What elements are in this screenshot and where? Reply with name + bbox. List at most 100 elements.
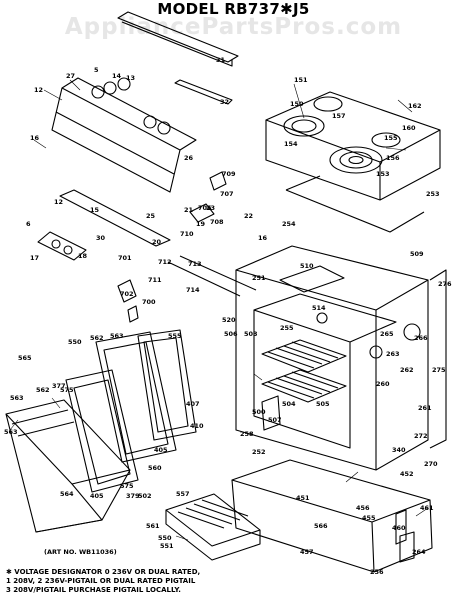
part-number-label: 18 <box>78 252 88 260</box>
part-number-label: 15 <box>90 206 100 214</box>
part-outline <box>348 155 364 165</box>
part-number-label: 256 <box>370 568 384 576</box>
part-number-label: 702 <box>120 290 134 298</box>
knob <box>103 81 117 95</box>
part-number-label: 514 <box>312 304 326 312</box>
part-outline <box>33 139 47 149</box>
part-number-label: 575 <box>120 482 134 490</box>
part-number-label: 252 <box>252 448 266 456</box>
part-number-label: 12 <box>34 86 43 94</box>
part-number-label: 21 <box>184 206 194 214</box>
part-number-label: 500 <box>252 408 266 416</box>
part-outline <box>73 379 131 485</box>
part-number-label: 502 <box>138 492 152 500</box>
part-number-label: 162 <box>408 102 422 110</box>
part-number-label: 23 <box>206 204 215 212</box>
part-number-label: 266 <box>414 334 428 342</box>
part-outline <box>371 132 401 148</box>
part-number-label: 520 <box>222 316 236 324</box>
part-outline <box>316 312 328 324</box>
part-outline <box>177 499 249 529</box>
part-outline <box>385 147 407 151</box>
cooktop-support <box>285 189 425 233</box>
knob <box>117 77 131 91</box>
part-number-label: 509 <box>410 250 424 258</box>
part-outline <box>235 270 377 471</box>
part-outline <box>175 535 189 541</box>
part-number-label: 407 <box>186 400 200 408</box>
part-number-label: 272 <box>414 432 428 440</box>
part-number-label: 254 <box>282 220 296 228</box>
part-outline <box>375 280 429 471</box>
part-outline <box>415 507 429 517</box>
part-outline <box>11 409 69 425</box>
part-number-label: 153 <box>376 170 390 178</box>
part-number-label: 551 <box>160 542 174 550</box>
part-number-label: 379 <box>126 492 140 500</box>
side-panel <box>429 269 447 449</box>
wire-harness <box>167 255 257 297</box>
part-outline <box>9 419 19 431</box>
part-outline <box>143 337 189 433</box>
part-outline <box>17 421 75 437</box>
part-number-label: 456 <box>356 504 370 512</box>
part-outline <box>51 397 61 409</box>
part-number-label: 14 <box>112 72 122 80</box>
knob <box>91 85 105 99</box>
part-number-label: 260 <box>376 380 390 388</box>
part-number-label: 150 <box>290 100 304 108</box>
part-outline <box>265 120 381 201</box>
part-outline <box>69 79 81 91</box>
part-number-label: 258 <box>240 430 254 438</box>
part-number-label: 565 <box>18 354 32 362</box>
part-number-label: 712 <box>158 258 172 266</box>
part-number-label: 701 <box>118 254 132 262</box>
part-outline <box>373 499 433 573</box>
footnote-1: ✱ VOLTAGE DESIGNATOR 0 236V OR DUAL RATE… <box>6 568 201 576</box>
part-number-label: 156 <box>386 154 400 162</box>
footnote-3: 3 208V/PIGTAIL PURCHASE PIGTAIL LOCALLY. <box>6 586 181 594</box>
part-number-label: 19 <box>196 220 206 228</box>
part-number-label: 507 <box>268 416 282 424</box>
part-number-label: 711 <box>148 276 162 284</box>
part-number-label: 25 <box>146 212 156 220</box>
part-number-label: 20 <box>152 238 162 246</box>
part-number-label: 709 <box>222 170 236 178</box>
part-number-label: 451 <box>296 494 310 502</box>
part-number-label: 700 <box>142 298 156 306</box>
part-outline <box>63 245 73 255</box>
knob <box>143 115 157 129</box>
part-number-label: 713 <box>188 260 202 268</box>
part-number-label: 22 <box>244 212 253 220</box>
control-panel <box>61 77 197 151</box>
part-number-label: 26 <box>184 154 194 162</box>
leveling-leg <box>395 509 407 545</box>
part-outline <box>339 151 373 169</box>
part-number-label: 405 <box>90 492 104 500</box>
oven-rack <box>261 369 347 403</box>
part-number-label: 550 <box>68 338 82 346</box>
part-number-label: 557 <box>176 490 190 498</box>
part-number-label: 707 <box>220 190 234 198</box>
part-number-label: 264 <box>412 548 426 556</box>
part-outline <box>43 89 63 101</box>
part-outline <box>127 305 139 323</box>
part-number-label: 405 <box>154 446 168 454</box>
part-number-label: 457 <box>300 548 314 556</box>
surface-unit-large <box>329 146 383 174</box>
part-number-label: 452 <box>400 470 414 478</box>
part-outline <box>231 479 375 573</box>
part-number-label: 154 <box>284 140 298 148</box>
anti-tip-bracket <box>399 531 415 563</box>
control-glass <box>59 189 171 247</box>
part-number-label: 550 <box>158 534 172 542</box>
part-number-label: 16 <box>258 234 268 242</box>
part-number-label: 32 <box>220 98 229 106</box>
part-number-label: 251 <box>252 274 266 282</box>
part-number-label: 255 <box>280 324 294 332</box>
part-outline <box>253 293 397 343</box>
model-title: MODEL RB737✱J5 <box>157 0 310 18</box>
part-outline <box>313 96 343 112</box>
part-number-label: 31 <box>216 56 226 64</box>
part-outline <box>379 130 441 201</box>
